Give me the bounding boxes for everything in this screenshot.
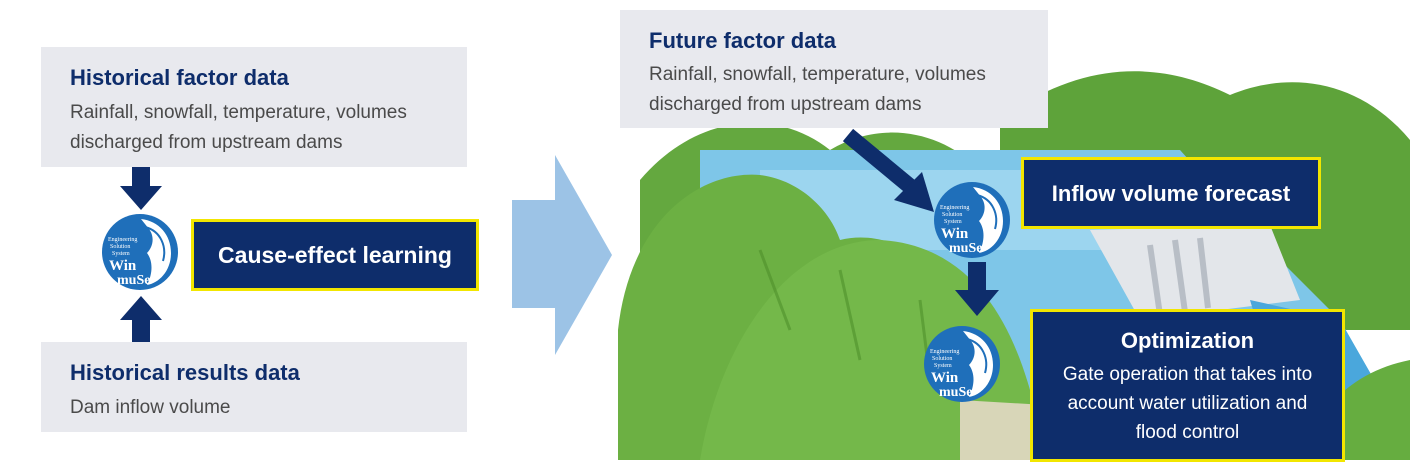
historical-factor-panel: Historical factor data Rainfall, snowfal…	[41, 47, 467, 167]
arrow-down-icon	[120, 166, 162, 210]
logo-line1: Engineering	[930, 349, 959, 355]
arrow-down-icon	[955, 262, 999, 316]
logo-line3: System	[944, 219, 962, 225]
logo-word1: Win	[109, 258, 137, 274]
logo-line2: Solution	[110, 244, 130, 250]
logo-word1: Win	[941, 226, 969, 242]
optimization-box: Optimization Gate operation that takes i…	[1030, 309, 1345, 462]
front-hill-center	[700, 240, 1040, 460]
historical-results-text: Dam inflow volume	[70, 397, 231, 418]
logo-word2: muSe	[949, 241, 982, 256]
optimization-title: Optimization	[1120, 328, 1255, 353]
logo-line2: Solution	[942, 212, 962, 218]
logo-line1: Engineering	[108, 237, 137, 243]
logo-word2: muSe	[117, 273, 150, 288]
winmuse-logo-icon: Engineering Solution System Win muSe	[934, 182, 1010, 258]
inflow-forecast-box: Inflow volume forecast	[1021, 157, 1321, 229]
logo-line3: System	[112, 251, 130, 257]
winmuse-logo-icon: Engineering Solution System Win muSe	[924, 326, 1000, 402]
dam-wall	[1090, 225, 1300, 320]
historical-results-panel: Historical results data Dam inflow volum…	[41, 342, 467, 432]
logo-line3: System	[934, 363, 952, 369]
logo-word1: Win	[931, 370, 959, 386]
historical-factor-title: Historical factor data	[70, 65, 289, 90]
logo-line1: Engineering	[940, 205, 969, 211]
future-factor-text: Rainfall, snowfall, temperature, volumes…	[649, 64, 986, 115]
historical-factor-text: Rainfall, snowfall, temperature, volumes…	[70, 102, 407, 153]
logo-line2: Solution	[932, 356, 952, 362]
arrow-up-icon	[120, 296, 162, 342]
logo-word2: muSe	[939, 385, 972, 400]
arrow-diagonal-icon	[842, 128, 934, 212]
winmuse-logo-forecast: Engineering Solution System Win muSe	[933, 181, 1011, 259]
winmuse-logo-left: Engineering Solution System Win muSe	[101, 213, 179, 291]
cause-effect-learning-box: Cause-effect learning	[191, 219, 479, 291]
optimization-text: Gate operation that takes into account w…	[1062, 364, 1313, 443]
historical-results-title: Historical results data	[70, 360, 300, 385]
winmuse-logo-icon: Engineering Solution System Win muSe	[102, 214, 178, 290]
cause-effect-label: Cause-effect learning	[218, 242, 452, 268]
inflow-forecast-label: Inflow volume forecast	[1051, 181, 1291, 206]
future-factor-title: Future factor data	[649, 28, 837, 53]
winmuse-logo-optimization: Engineering Solution System Win muSe	[923, 325, 1001, 403]
future-factor-panel: Future factor data Rainfall, snowfall, t…	[620, 10, 1048, 128]
